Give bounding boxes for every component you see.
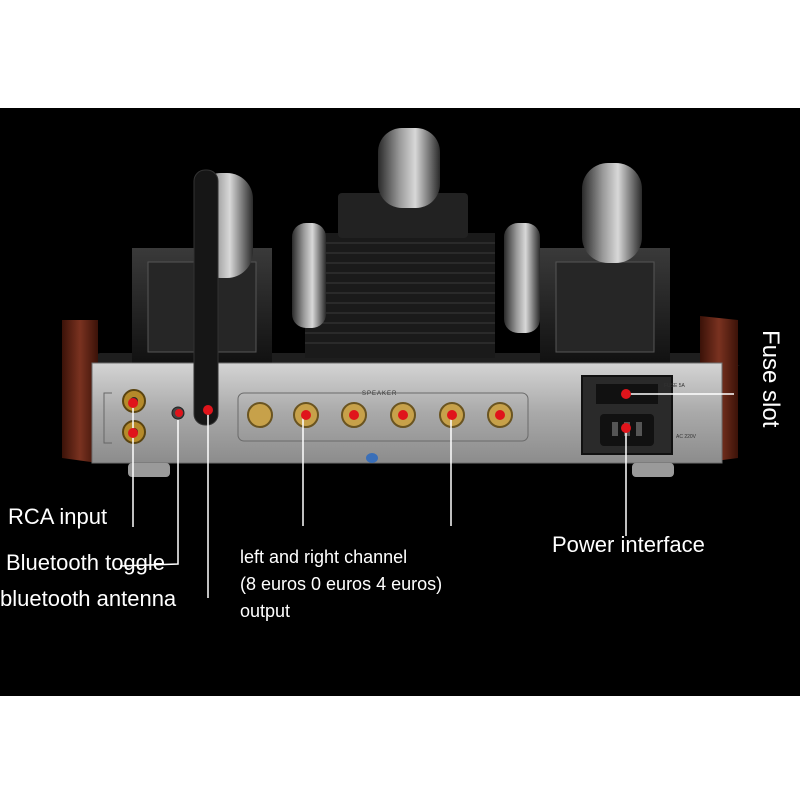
speaker-panel-text: SPEAKER — [362, 391, 398, 397]
output-label-line-2: (8 euros 0 euros 4 euros) — [240, 574, 443, 594]
left-wood-panel — [62, 320, 98, 463]
power-interface-label: Power interface — [552, 532, 705, 557]
bluetooth-antenna — [193, 169, 219, 426]
output-label-line-3: output — [240, 601, 291, 621]
output-label-line-1: left and right channel — [240, 547, 408, 567]
callout-lines — [119, 393, 734, 598]
bluetooth-toggle-label: Bluetooth toggle — [6, 550, 166, 575]
fuse-slot-label: Fuse slot — [757, 330, 784, 428]
bluetooth-antenna-label: bluetooth antenna — [0, 586, 177, 611]
power-transformer — [305, 233, 495, 358]
vacuum-tubes — [195, 128, 642, 333]
ac-rating-text: AC 220V — [676, 434, 697, 440]
rca-input-label: RCA input — [8, 504, 108, 529]
speaker-terminal-frame — [237, 392, 529, 442]
red-markers — [128, 389, 631, 438]
speaker-output-label: left and right channel (8 euros 0 euros … — [240, 544, 442, 625]
fuse-rating-text: FUSE 5A — [664, 383, 685, 389]
tube-amplifier-photo — [62, 128, 740, 598]
